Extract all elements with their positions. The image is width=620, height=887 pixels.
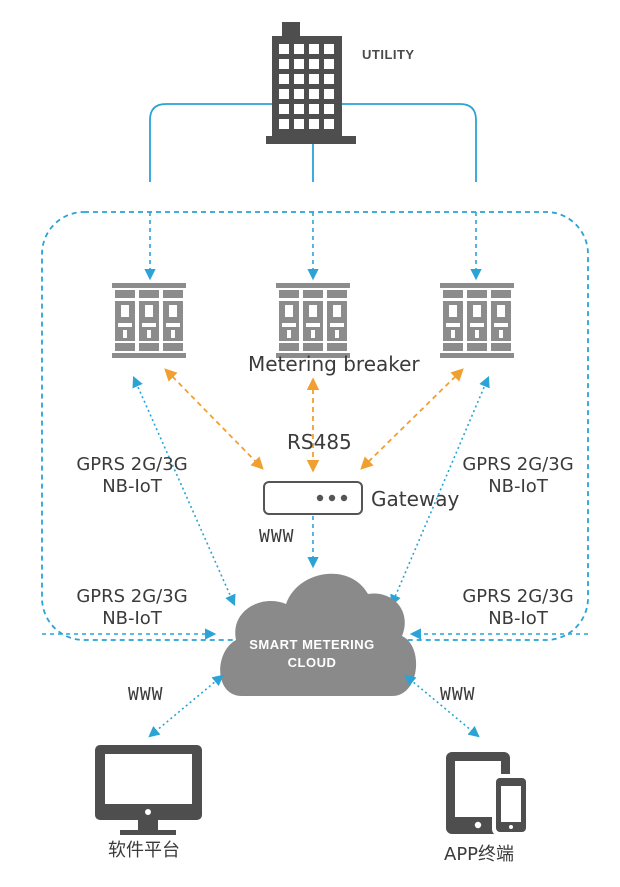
- breaker-module-icon-center: [276, 283, 350, 358]
- gprs-label-lower-left: GPRS 2G/3G NB-IoT: [66, 586, 198, 630]
- app-terminal-label: APP终端: [444, 844, 515, 865]
- nbiot-line: NB-IoT: [488, 608, 548, 629]
- building-window: [309, 119, 319, 129]
- building-window: [279, 119, 289, 129]
- building-window: [279, 44, 289, 54]
- building-window: [279, 104, 289, 114]
- utility-connection-lines: [149, 103, 477, 182]
- www-gateway-label: WWW: [259, 526, 295, 547]
- building-window: [324, 89, 334, 99]
- software-platform-label: 软件平台: [108, 840, 180, 861]
- gprs-line: GPRS 2G/3G: [76, 586, 188, 607]
- cloud-icon: [220, 573, 417, 696]
- building-window: [309, 89, 319, 99]
- tablet-phone-icon: [446, 752, 530, 836]
- nbiot-line: NB-IoT: [102, 608, 162, 629]
- building-window: [279, 59, 289, 69]
- building-window: [294, 44, 304, 54]
- building-window: [309, 59, 319, 69]
- building-window: [279, 89, 289, 99]
- gprs-label-upper-left: GPRS 2G/3G NB-IoT: [66, 454, 198, 498]
- gprs-line: GPRS 2G/3G: [76, 454, 188, 475]
- nbiot-line: NB-IoT: [102, 476, 162, 497]
- breaker-module-icon-left: [112, 283, 186, 358]
- building-window: [294, 74, 304, 84]
- nbiot-line: NB-IoT: [488, 476, 548, 497]
- cloud-device-links: [148, 674, 480, 738]
- rs485-arrows: [164, 368, 464, 473]
- gprs-links: [132, 375, 490, 607]
- metering-breaker-label: Metering breaker: [248, 352, 420, 376]
- gprs-label-upper-right: GPRS 2G/3G NB-IoT: [452, 454, 584, 498]
- rs485-label: RS485: [287, 430, 352, 454]
- cloud-label-line2: CLOUD: [287, 655, 337, 670]
- building-window: [294, 89, 304, 99]
- building-window: [309, 44, 319, 54]
- monitor-icon: [95, 745, 202, 835]
- metering-network-frame: [41, 211, 589, 641]
- gprs-label-lower-right: GPRS 2G/3G NB-IoT: [452, 586, 584, 630]
- www-right-label: WWW: [440, 684, 476, 705]
- www-left-label: WWW: [128, 684, 164, 705]
- gateway-label: Gateway: [371, 487, 460, 511]
- utility-label: UTILITY: [362, 47, 415, 62]
- building-window: [324, 74, 334, 84]
- building-window: [294, 59, 304, 69]
- office-building-icon: [266, 22, 356, 144]
- building-window: [324, 104, 334, 114]
- utility-to-breaker-arrows: [144, 212, 482, 281]
- cloud-label-line1: SMART METERING: [249, 637, 375, 652]
- breaker-module-icon-right: [440, 283, 514, 358]
- gateway-device-icon: [263, 481, 363, 515]
- gprs-line: GPRS 2G/3G: [462, 454, 574, 475]
- cloud-label: SMART METERING CLOUD: [232, 636, 392, 672]
- building-window: [324, 119, 334, 129]
- building-window: [279, 74, 289, 84]
- building-window: [324, 59, 334, 69]
- building-window: [309, 104, 319, 114]
- building-window: [324, 44, 334, 54]
- building-window: [294, 104, 304, 114]
- building-window: [309, 74, 319, 84]
- gprs-line: GPRS 2G/3G: [462, 586, 574, 607]
- building-window: [294, 119, 304, 129]
